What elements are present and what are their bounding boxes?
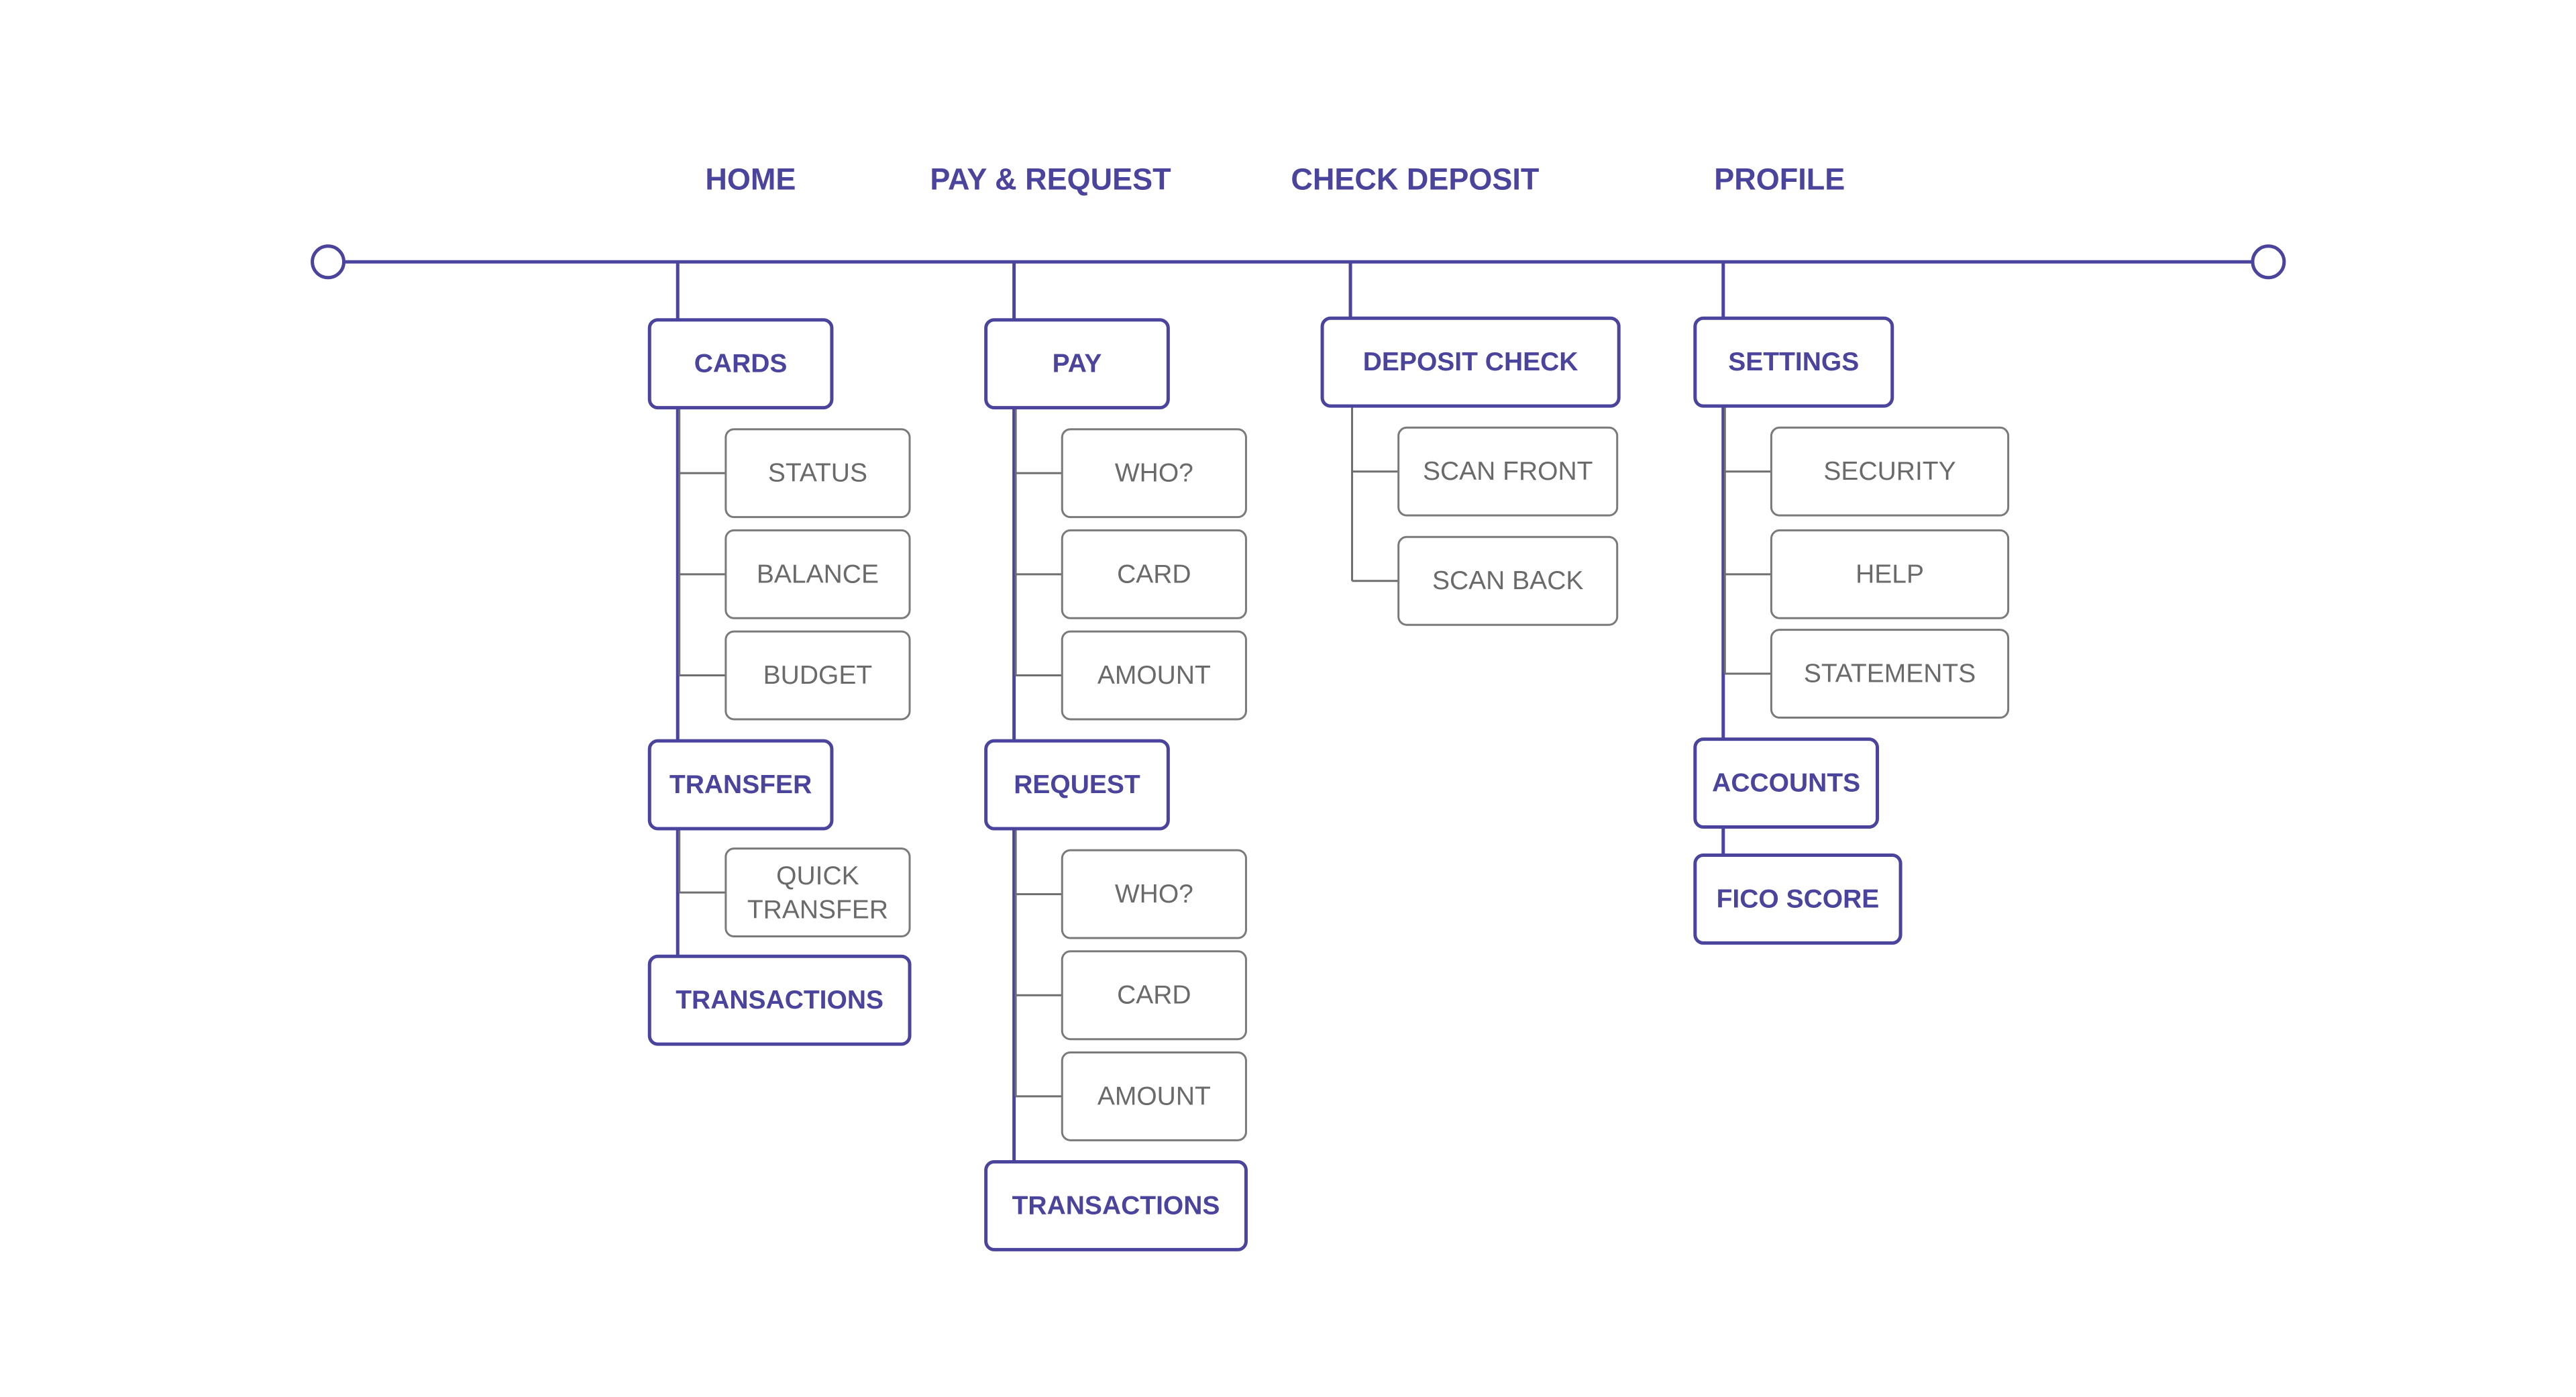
- node-box: [647, 739, 834, 831]
- subnode-scan-back[interactable]: SCAN BACK: [1397, 535, 1619, 626]
- subnode-label: CARD: [1117, 981, 1191, 1010]
- subnode-budget[interactable]: BUDGET: [724, 630, 911, 721]
- node-fico-score[interactable]: FICO SCORE: [1693, 853, 1902, 945]
- node-pay[interactable]: PAY: [984, 318, 1170, 410]
- node-label: SETTINGS: [1728, 348, 1859, 376]
- subnode-label: BALANCE: [757, 560, 879, 588]
- nodes: CARDS STATUS BALANCE BUDGET TRANSFER QUICK TRA…: [311, 244, 2286, 1251]
- subnode-box: [1061, 529, 1247, 619]
- node-label: REQUEST: [1014, 770, 1140, 799]
- subnode-balance[interactable]: BALANCE: [724, 529, 911, 619]
- node-label: DEPOSIT CHECK: [1363, 348, 1578, 376]
- node-settings[interactable]: SETTINGS: [1693, 316, 1894, 408]
- subnode-box: [1397, 535, 1619, 626]
- subnode-label: SECURITY: [1823, 457, 1955, 486]
- node-label: CARDS: [694, 350, 788, 378]
- subnode-security[interactable]: SECURITY: [1770, 426, 2010, 517]
- timeline-start-node: [311, 244, 346, 280]
- subnode-box: [1061, 630, 1247, 721]
- subnode-label: WHO?: [1115, 880, 1193, 909]
- timeline-end-node: [2251, 244, 2286, 280]
- subnode-status[interactable]: STATUS: [724, 428, 911, 519]
- subnode-box: [724, 847, 911, 938]
- node-label: TRANSFER: [669, 770, 812, 799]
- subnode-statements[interactable]: STATEMENTS: [1770, 629, 2010, 719]
- subnode-amount[interactable]: AMOUNT: [1061, 1051, 1247, 1141]
- node-request[interactable]: REQUEST: [984, 739, 1170, 831]
- subnode-who[interactable]: WHO?: [1061, 849, 1247, 939]
- subnode-box: [724, 630, 911, 721]
- section-label-check-deposit[interactable]: CHECK DEPOSIT: [1291, 162, 1539, 196]
- subnode-label: QUICK TRANSFER: [747, 861, 888, 924]
- node-box: [984, 318, 1170, 410]
- subnode-label: BUDGET: [763, 661, 873, 690]
- node-box: [984, 739, 1170, 831]
- subnode-box: [1061, 1051, 1247, 1141]
- node-box: [1320, 316, 1621, 408]
- node-label: TRANSACTIONS: [1012, 1191, 1220, 1220]
- subnode-quick-transfer[interactable]: QUICK TRANSFER: [724, 847, 911, 938]
- subnode-box: [724, 428, 911, 519]
- subnode-who[interactable]: WHO?: [1061, 428, 1247, 519]
- node-label: FICO SCORE: [1717, 884, 1880, 913]
- subnode-amount[interactable]: AMOUNT: [1061, 630, 1247, 721]
- subnode-label-line: TRANSFER: [747, 895, 888, 924]
- subnode-label: AMOUNT: [1097, 661, 1211, 690]
- subnode-box: [1397, 426, 1619, 517]
- node-transfer[interactable]: TRANSFER: [647, 739, 834, 831]
- subnode-box: [1770, 529, 2010, 619]
- section-labels: HOME PAY & REQUEST CHECK DEPOSIT PROFILE: [705, 162, 1845, 196]
- subnode-box: [1061, 849, 1247, 939]
- section-label-pay-request[interactable]: PAY & REQUEST: [930, 162, 1171, 196]
- subnode-box: [1770, 426, 2010, 517]
- subnode-label: HELP: [1856, 560, 1924, 588]
- node-box: [647, 954, 912, 1046]
- subnode-label: WHO?: [1115, 459, 1193, 488]
- node-label: TRANSACTIONS: [676, 986, 883, 1015]
- subnode-scan-front[interactable]: SCAN FRONT: [1397, 426, 1619, 517]
- subnode-help[interactable]: HELP: [1770, 529, 2010, 619]
- node-box: [647, 318, 834, 410]
- subnode-box: [1061, 428, 1247, 519]
- subnode-card[interactable]: CARD: [1061, 950, 1247, 1041]
- subnode-label: SCAN FRONT: [1423, 457, 1593, 486]
- subnode-box: [724, 529, 911, 619]
- subnode-label: CARD: [1117, 560, 1191, 588]
- subnode-label: STATUS: [768, 459, 867, 488]
- node-label: PAY: [1053, 350, 1102, 378]
- subnode-box: [1061, 950, 1247, 1041]
- subnode-card[interactable]: CARD: [1061, 529, 1247, 619]
- node-label: ACCOUNTS: [1712, 769, 1860, 798]
- subnode-label-line: QUICK: [776, 861, 859, 890]
- node-cards[interactable]: CARDS: [647, 318, 834, 410]
- node-box: [1693, 737, 1880, 829]
- section-label-profile[interactable]: PROFILE: [1714, 162, 1845, 196]
- node-deposit-check[interactable]: DEPOSIT CHECK: [1320, 316, 1621, 408]
- node-box: [1693, 316, 1894, 408]
- node-accounts[interactable]: ACCOUNTS: [1693, 737, 1880, 829]
- subnode-label: STATEMENTS: [1804, 660, 1976, 688]
- subnode-box: [1770, 629, 2010, 719]
- subnode-label: SCAN BACK: [1432, 566, 1583, 595]
- node-box: [984, 1159, 1248, 1251]
- node-transactions[interactable]: TRANSACTIONS: [647, 954, 912, 1046]
- node-transactions[interactable]: TRANSACTIONS: [984, 1159, 1248, 1251]
- subnode-label: AMOUNT: [1097, 1082, 1211, 1110]
- section-label-home[interactable]: HOME: [705, 162, 796, 196]
- node-box: [1693, 853, 1902, 945]
